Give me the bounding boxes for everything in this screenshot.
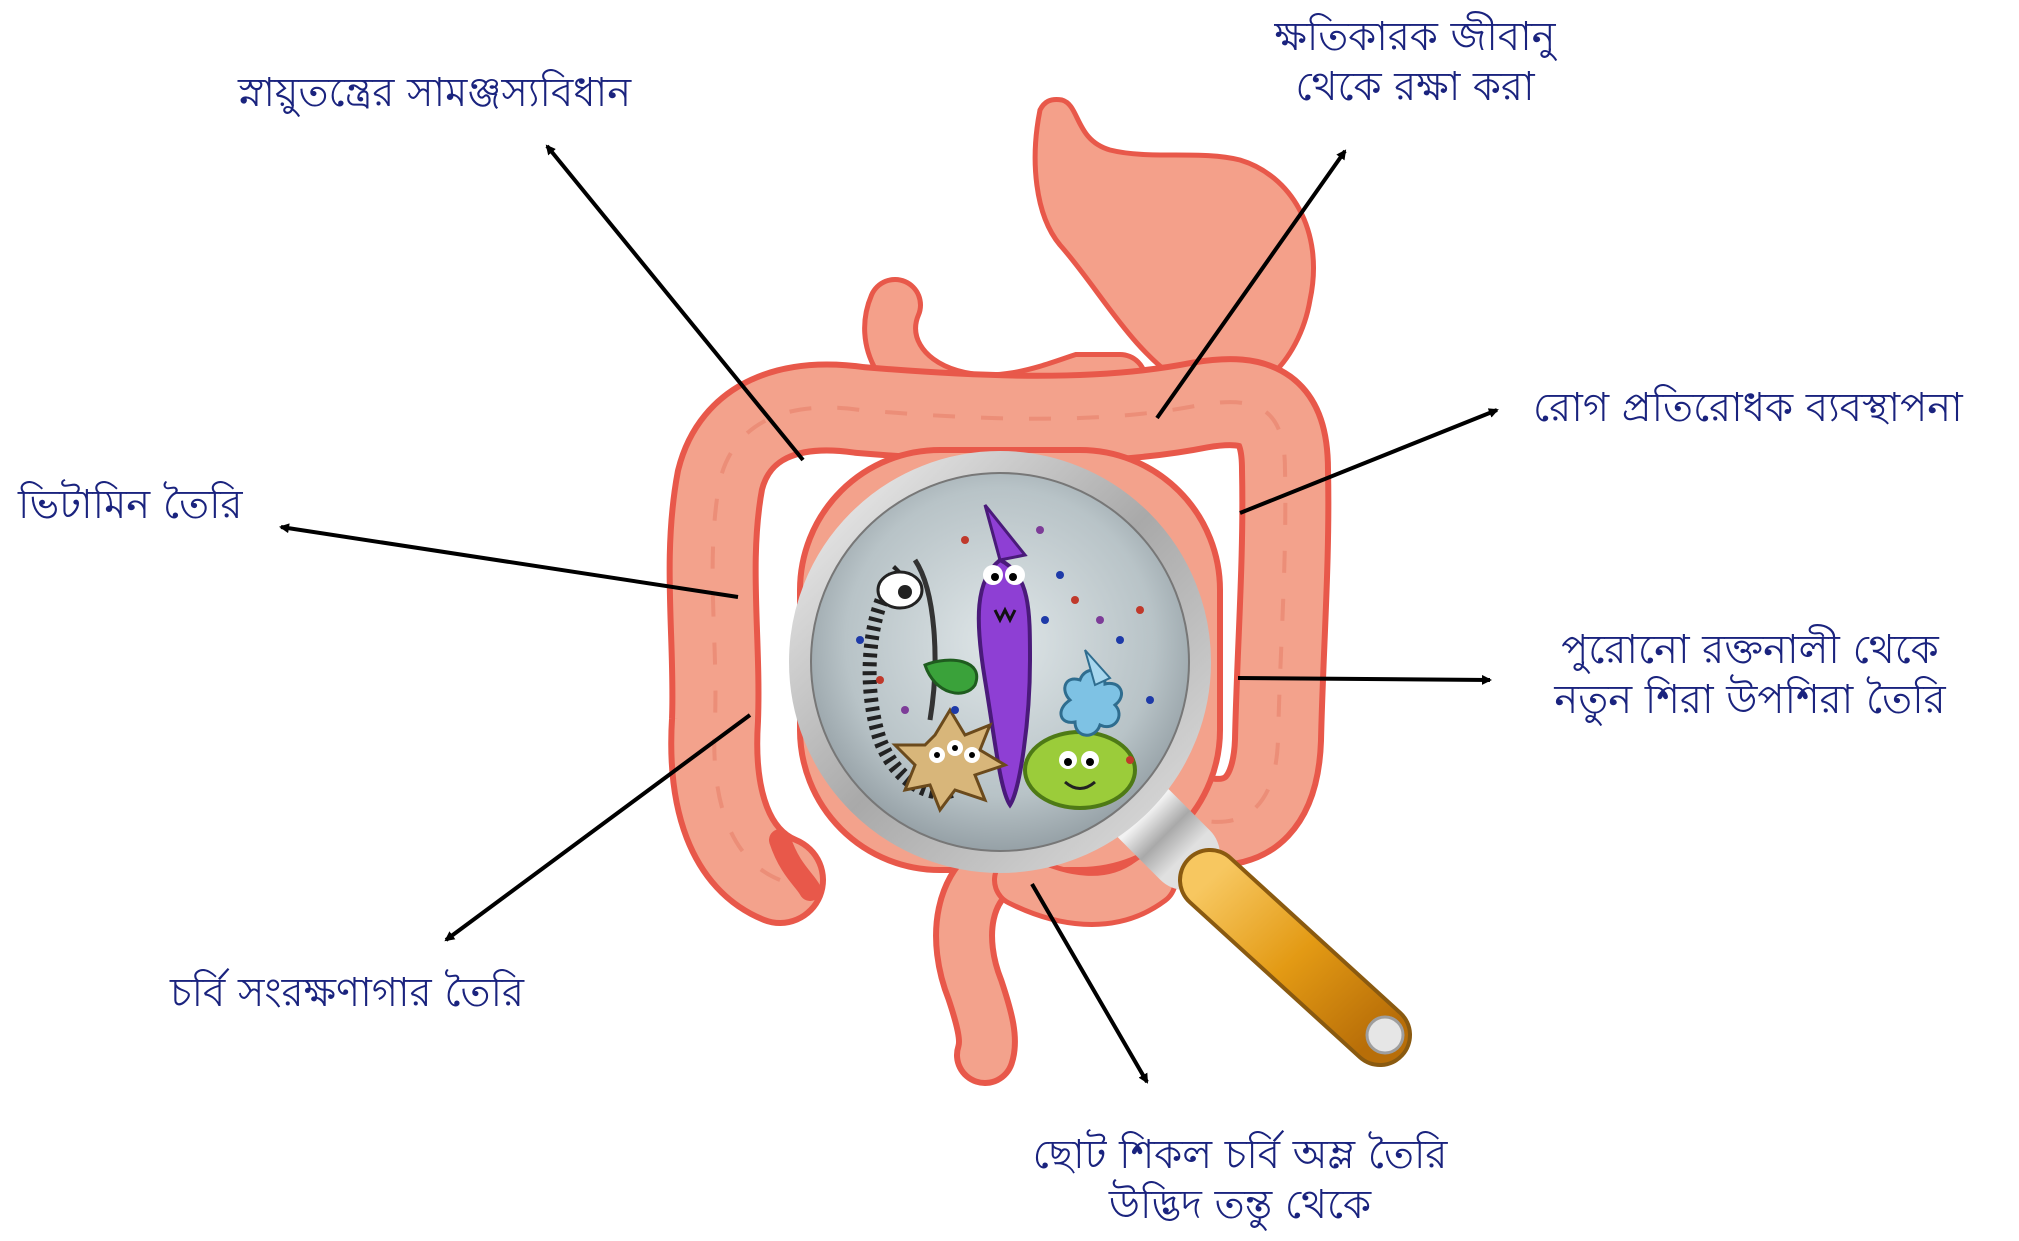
label-scfa-line1: ছোট শিকল চর্বি অম্ল তৈরি xyxy=(1000,1130,1480,1180)
label-harmful-line2: থেকে রক্ষা করা xyxy=(1230,62,1600,112)
label-nervous-text: স্নায়ুতন্ত্রের সামঞ্জস্যবিধান xyxy=(238,68,631,118)
label-vitamin-text: ভিটামিন তৈরি xyxy=(18,480,243,530)
label-immune-text: রোগ প্রতিরোধক ব্যবস্থাপনা xyxy=(1533,383,1963,433)
label-nervous-coordination: স্নায়ুতন্ত্রের সামঞ্জস্যবিধান xyxy=(238,68,631,118)
label-vitamin: ভিটামিন তৈরি xyxy=(18,480,243,530)
label-harmful-line1: ক্ষতিকারক জীবানু xyxy=(1230,12,1600,62)
label-short-chain-fatty-acid: ছোট শিকল চর্বি অম্ল তৈরি উদ্ভিদ তন্তু থে… xyxy=(1000,1130,1480,1230)
label-vessels-line2: নতুন শিরা উপশিরা তৈরি xyxy=(1520,675,1980,725)
label-harmful-bacteria: ক্ষতিকারক জীবানু থেকে রক্ষা করা xyxy=(1230,12,1600,112)
label-immune-system: রোগ প্রতিরোধক ব্যবস্থাপনা xyxy=(1533,383,1963,433)
stomach-icon xyxy=(876,99,1313,395)
label-blood-vessels: পুরোনো রক্তনালী থেকে নতুন শিরা উপশিরা তৈ… xyxy=(1520,625,1980,725)
label-scfa-line2: উদ্ভিদ তন্তু থেকে xyxy=(1000,1180,1480,1230)
label-vessels-line1: পুরোনো রক্তনালী থেকে xyxy=(1520,625,1980,675)
label-fat-text: চর্বি সংরক্ষণাগার তৈরি xyxy=(170,968,524,1018)
label-fat-storage: চর্বি সংরক্ষণাগার তৈরি xyxy=(170,968,524,1018)
arrow-vessels xyxy=(1238,678,1490,680)
arrow-nervous xyxy=(547,146,803,460)
